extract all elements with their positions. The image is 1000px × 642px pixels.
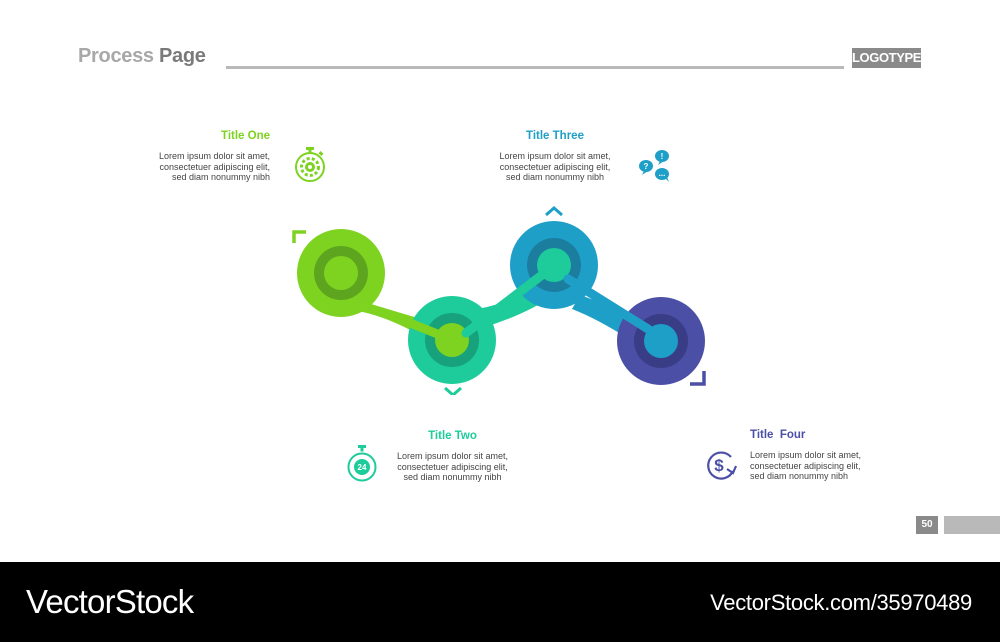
step-four-block: Title Four Lorem ipsum dolor sit amet, c…	[750, 429, 890, 482]
header-rule	[226, 66, 844, 69]
page-title: Process Page	[78, 45, 206, 68]
footer-brand: VectorStock	[26, 583, 194, 620]
step-one-core	[324, 256, 358, 290]
corner-bracket-bottom-right	[690, 371, 706, 386]
svg-text:...: ...	[659, 169, 666, 178]
stopwatch-gear-icon	[295, 147, 325, 182]
chat-bubbles-icon: ! ? ...	[639, 150, 669, 182]
step-one-block: Title One Lorem ipsum dolor sit amet, co…	[120, 130, 270, 183]
step-three-title: Title Three	[526, 130, 584, 142]
dollar-refresh-icon: $	[707, 451, 738, 480]
step-two-line: consectetuer adipiscing elit,	[397, 461, 508, 472]
step-one-line: sed diam nonummy nibh	[171, 172, 270, 182]
svg-text:!: !	[661, 152, 664, 161]
slide: Process Page LOGOTYPE Title One Lorem ip…	[78, 45, 1000, 534]
footer-url: VectorStock.com/35970489	[710, 590, 972, 615]
svg-text:24: 24	[358, 463, 367, 472]
page-title-part2: Page	[159, 45, 206, 67]
step-four-line: Lorem ipsum dolor sit amet,	[750, 450, 862, 460]
step-one-line: consectetuer adipiscing elit,	[159, 161, 270, 172]
stopwatch-24-icon: 24	[347, 445, 377, 482]
step-three-line: Lorem ipsum dolor sit amet,	[499, 151, 611, 161]
step-four-line: sed diam nonummy nibh	[750, 471, 849, 481]
page-title-part1: Process	[78, 45, 154, 67]
page-number: 50	[916, 516, 938, 534]
step-four-title: Title Four	[750, 429, 806, 441]
step-two-title: Title Two	[428, 430, 477, 442]
step-two-core	[435, 323, 469, 357]
step-one-title: Title One	[221, 130, 270, 142]
connector-two-three	[461, 270, 547, 338]
step-four-line: consectetuer adipiscing elit,	[750, 460, 861, 471]
step-three-line: consectetuer adipiscing elit,	[499, 161, 611, 172]
corner-bracket-top-left	[292, 230, 306, 243]
chevron-down-icon	[444, 386, 462, 395]
step-two-block: Title Two Lorem ipsum dolor sit amet, co…	[380, 430, 525, 483]
step-four-core	[644, 324, 678, 358]
process-chain-diagram	[292, 206, 706, 395]
connector-three-four	[563, 274, 653, 334]
step-two-line: Lorem ipsum dolor sit amet,	[396, 451, 509, 461]
watermark-footer: VectorStock VectorStock.com/35970489	[0, 562, 1000, 642]
logotype-badge: LOGOTYPE	[852, 48, 921, 68]
step-two-line: sed diam nonummy nibh	[403, 472, 502, 482]
step-three-block: Title Three Lorem ipsum dolor sit amet, …	[470, 130, 640, 183]
step-three-line: sed diam nonummy nibh	[505, 172, 605, 182]
svg-text:?: ?	[644, 162, 649, 171]
chevron-up-icon	[545, 206, 563, 217]
step-one-line: Lorem ipsum dolor sit amet,	[158, 151, 270, 161]
page-number-bar	[944, 516, 1000, 534]
connector-one-two	[395, 314, 445, 340]
svg-text:$: $	[714, 456, 724, 475]
